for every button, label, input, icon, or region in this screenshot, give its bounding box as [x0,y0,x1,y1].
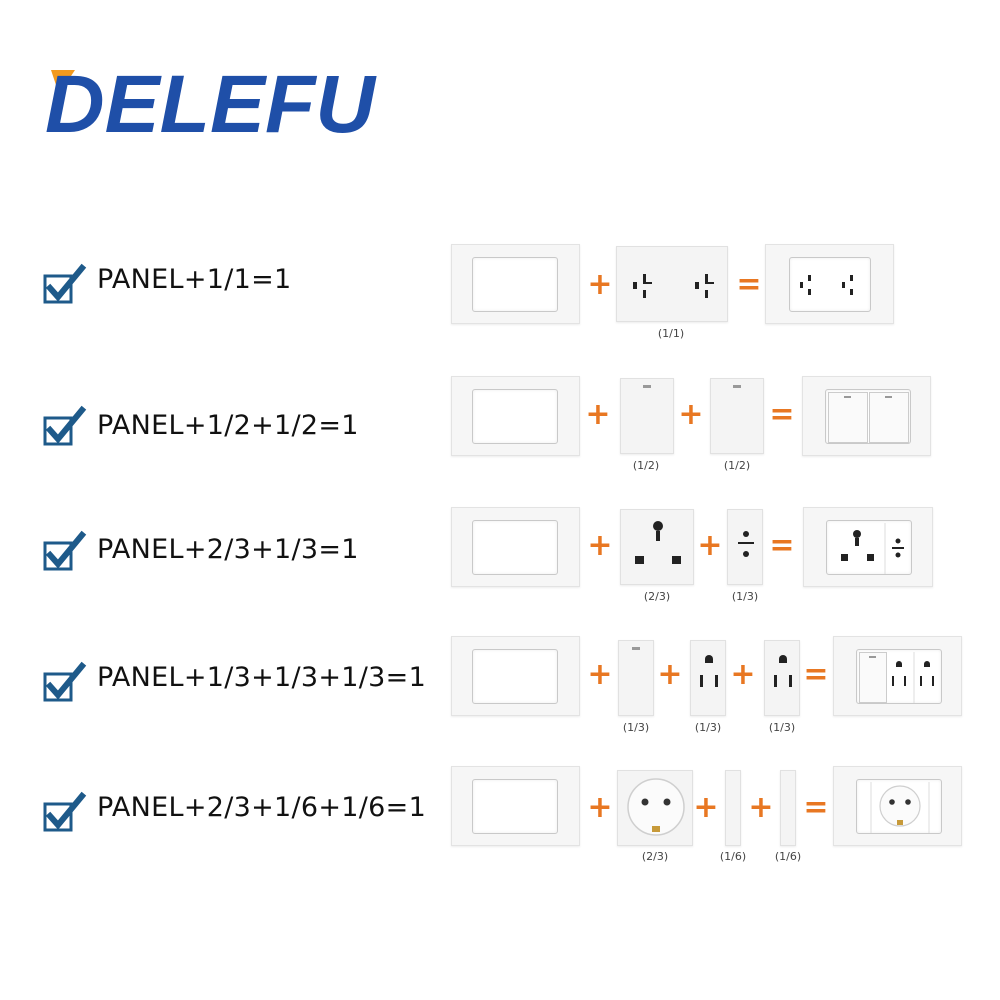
checkbox-checked-icon [43,791,87,832]
logo-accent-shape [51,70,75,94]
plus-operator: + [693,790,719,825]
panel-window [472,389,558,444]
schuko-socket-icon [870,782,930,833]
module-small-socket [727,509,763,585]
plus-operator: + [730,657,756,692]
equals-operator: = [803,790,829,825]
panel-window [472,649,558,704]
module-switch-half [710,378,764,454]
checkbox-checked-icon [43,405,87,446]
config-row-4: PANEL+1/3+1/3+1/3=1 + (1/3) + (1/3) + (1… [0,622,1000,734]
module-label: (1/3) [694,721,722,734]
equals-operator: = [803,657,829,692]
plus-operator: + [678,397,704,432]
universal-socket-icon [635,521,681,564]
config-row-2: PANEL+1/2+1/2=1 + (1/2) + (1/2) = [0,362,1000,472]
equals-operator: = [736,267,762,302]
us-outlet-icon [892,652,934,703]
outlet-icon [800,275,853,295]
plus-operator: + [748,790,774,825]
blank-panel [451,507,580,587]
plus-operator: + [587,528,613,563]
panel-window [856,649,942,704]
formula-text: PANEL+2/3+1/3=1 [97,534,359,565]
switch-rocker [828,392,868,443]
assembled-panel [802,376,931,456]
universal-socket-icon [841,523,904,574]
outlet-icon [633,274,714,298]
plus-operator: + [587,790,613,825]
switch-rocker [859,652,887,703]
checkbox-checked-icon [43,263,87,304]
schuko-socket-icon [627,778,685,836]
plus-operator: + [587,657,613,692]
module-label: (1/1) [657,327,685,340]
module-label: (2/3) [643,590,671,603]
blank-panel [451,766,580,846]
small-socket-icon [738,531,754,557]
module-switch-half [620,378,674,454]
blank-panel [451,636,580,716]
panel-window [825,389,911,444]
panel-window [789,257,871,312]
module-blank-sixth [780,770,796,846]
switch-indicator [643,385,651,388]
panel-window [856,779,942,834]
panel-window [472,779,558,834]
module-switch-third [618,640,654,716]
us-outlet-icon [700,655,718,687]
switch-indicator [632,647,640,650]
module-us-outlet-third [690,640,726,716]
panel-window [826,520,912,575]
module-label: (1/2) [632,459,660,472]
config-row-1: PANEL+1/1=1 + (1/1) = [0,230,1000,340]
module-us-double-outlet [616,246,728,322]
plus-operator: + [587,267,613,302]
equals-operator: = [769,528,795,563]
config-row-3: PANEL+2/3+1/3=1 + (2/3) + (1/3) = [0,493,1000,603]
formula-text: PANEL+1/1=1 [97,264,292,295]
blank-panel [451,244,580,324]
module-label: (1/3) [622,721,650,734]
formula-text: PANEL+1/2+1/2=1 [97,410,359,441]
panel-window [472,257,558,312]
assembled-panel [803,507,933,587]
switch-rocker [869,392,909,443]
module-us-outlet-third [764,640,800,716]
switch-indicator [733,385,741,388]
module-label: (1/6) [719,850,747,863]
us-outlet-icon [774,655,792,687]
assembled-panel [833,766,962,846]
plus-operator: + [585,397,611,432]
config-row-5: PANEL+2/3+1/6+1/6=1 + (2/3) + (1/6) + (1… [0,752,1000,863]
module-universal-socket [620,509,694,585]
module-schuko-socket [617,770,693,846]
plus-operator: + [657,657,683,692]
checkbox-checked-icon [43,530,87,571]
module-label: (1/6) [774,850,802,863]
plus-operator: + [697,528,723,563]
brand-logo: DELEFU [45,59,385,150]
panel-window [472,520,558,575]
module-label: (1/2) [723,459,751,472]
logo-text: DELEFU [45,59,377,150]
assembled-panel [765,244,894,324]
formula-text: PANEL+2/3+1/6+1/6=1 [97,792,427,823]
blank-panel [451,376,580,456]
assembled-panel [833,636,962,716]
formula-text: PANEL+1/3+1/3+1/3=1 [97,662,427,693]
module-label: (2/3) [641,850,669,863]
equals-operator: = [769,397,795,432]
module-label: (1/3) [731,590,759,603]
module-label: (1/3) [768,721,796,734]
checkbox-checked-icon [43,661,87,702]
module-blank-sixth [725,770,741,846]
